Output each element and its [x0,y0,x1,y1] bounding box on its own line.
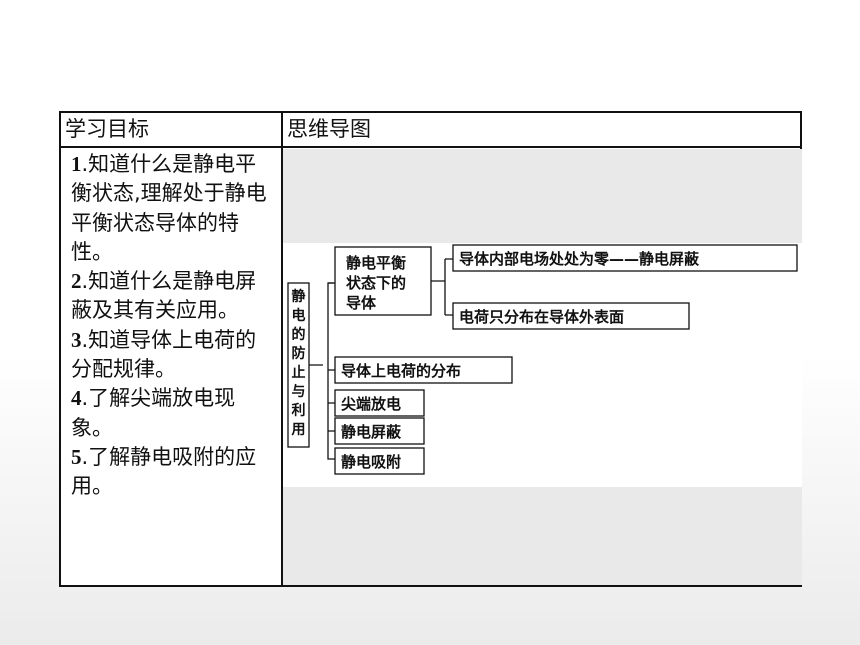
header-mind-map: 思维导图 [287,117,371,141]
mindmap-branch1-children-line [431,258,453,316]
learning-goals-list: 1.知道什么是静电平衡状态,理解处于静电平衡状态导体的特性。 2.知道什么是静电… [71,150,276,502]
svg-text:用: 用 [292,422,306,438]
mindmap-leaf-inner-field-zero [452,244,798,272]
header-learning-goals: 学习目标 [65,117,149,141]
mindmap-branch-charge-distribution [334,356,513,384]
goal-item-2: 2.知道什么是静电屏蔽及其有关应用。 [71,269,257,323]
svg-text:导体上电荷的分布: 导体上电荷的分布 [341,362,461,380]
goal-item-3: 3.知道导体上电荷的分配规律。 [71,327,257,382]
svg-text:导体: 导体 [346,294,377,312]
mind-map-image: 静 电 的 防 止 与 利 用 静电平衡 状态下的 导体 导体内部电场处处为零—… [283,243,802,487]
svg-text:利: 利 [292,402,306,419]
header-divider [61,146,800,148]
svg-text:静电屏蔽: 静电屏蔽 [341,423,402,441]
mindmap-branch-electrostatic-adsorption [334,447,425,475]
objectives-table: 学习目标 思维导图 1.知道什么是静电平衡状态,理解处于静电平衡状态导体的特性。… [59,111,802,587]
mindmap-root-text: 静 电 的 防 止 与 利 用 [292,288,306,438]
goal-item-5: 5.了解静电吸附的应用。 [71,444,257,499]
svg-text:导体内部电场处处为零——静电屏蔽: 导体内部电场处处为零——静电屏蔽 [459,250,700,268]
svg-text:静电吸附: 静电吸附 [341,453,401,471]
svg-text:与: 与 [292,384,306,400]
svg-text:静: 静 [292,288,306,305]
svg-text:状态下的: 状态下的 [346,274,406,292]
svg-text:的: 的 [292,326,306,343]
svg-text:电: 电 [292,307,306,324]
goal-item-4: 4.了解尖端放电现象。 [71,386,236,440]
mindmap-branch-point-discharge [334,389,425,417]
mindmap-trunk-line [309,282,335,460]
mindmap-branch-static-equilibrium [334,246,432,316]
column-divider [281,113,283,585]
svg-text:防: 防 [292,345,306,362]
svg-text:止: 止 [292,364,306,381]
svg-text:电荷只分布在导体外表面: 电荷只分布在导体外表面 [459,308,624,326]
mindmap-branch-electrostatic-shielding [334,417,425,445]
mind-map-diagram: 静 电 的 防 止 与 利 用 静电平衡 状态下的 导体 导体内部电场处处为零—… [287,244,798,475]
svg-text:静电平衡: 静电平衡 [346,254,406,272]
goal-item-1: 1.知道什么是静电平衡状态,理解处于静电平衡状态导体的特性。 [71,152,267,264]
svg-text:尖端放电: 尖端放电 [341,395,401,413]
mindmap-leaf-charge-outer-surface [452,302,690,330]
